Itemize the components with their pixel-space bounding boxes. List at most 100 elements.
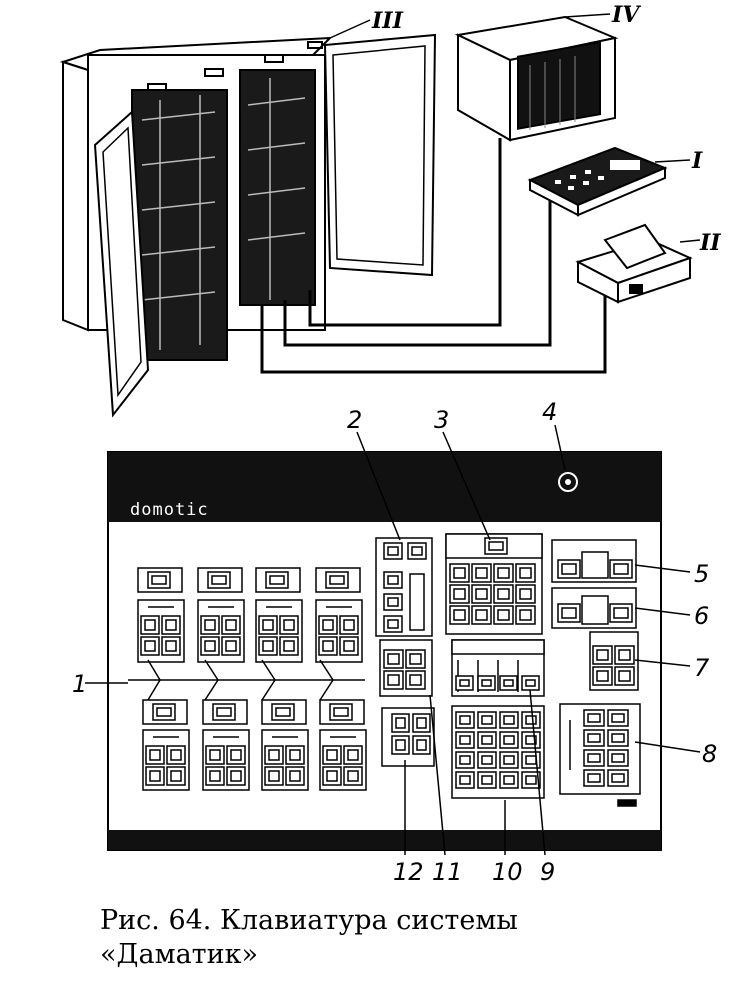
caption-line-2: «Даматик»: [100, 939, 258, 970]
figure-caption: Рис. 64. Клавиатура системы «Даматик»: [100, 904, 700, 972]
key-inner: [165, 619, 177, 631]
key-inner: [395, 739, 406, 751]
key-inner: [503, 735, 515, 745]
key-inner: [497, 609, 510, 621]
key-inner: [525, 679, 536, 687]
key-inner: [497, 567, 510, 579]
callout-8: 8: [702, 740, 717, 768]
key-inner: [459, 775, 471, 785]
keyboard-panel: domotic: [85, 451, 662, 851]
key-inner: [262, 619, 274, 631]
key-inner: [230, 749, 242, 761]
callout-leaders: [356, 424, 701, 856]
key-inner: [149, 749, 161, 761]
key-inner: [347, 770, 359, 782]
key-inner: [488, 541, 504, 551]
callout-1: 1: [72, 670, 87, 698]
label-cabinet: III: [371, 8, 404, 34]
indicator-lamp-center: [565, 479, 571, 485]
key-inner: [561, 563, 577, 575]
printer: [575, 223, 693, 304]
label-monitor: IV: [611, 2, 641, 28]
key-inner: [289, 749, 301, 761]
key-inner: [481, 679, 492, 687]
callout-10: 10: [492, 858, 523, 886]
key-inner: [165, 640, 177, 652]
key-inner: [170, 749, 182, 761]
key-inner: [387, 597, 399, 607]
key-inner: [453, 567, 466, 579]
key-inner: [322, 640, 334, 652]
key-inner: [587, 713, 601, 723]
key-inner: [322, 619, 334, 631]
key-inner: [387, 546, 399, 556]
key-inner: [269, 575, 285, 585]
key-inner: [459, 735, 471, 745]
key-inner: [459, 755, 471, 765]
callout-7: 7: [694, 654, 710, 682]
key-inner: [503, 679, 514, 687]
label-printer: II: [699, 230, 721, 256]
key-inner: [459, 715, 471, 725]
callout-5: 5: [694, 560, 709, 588]
group6-center: [581, 595, 609, 625]
key-inner: [519, 588, 532, 600]
key-inner: [395, 717, 406, 729]
key-inner: [329, 575, 345, 585]
panel-bottom-band: [108, 830, 661, 850]
equipment-cabinet: [59, 33, 437, 418]
key-inner: [611, 733, 625, 743]
key-inner: [611, 753, 625, 763]
key-inner: [347, 749, 359, 761]
key-inner: [209, 749, 221, 761]
key-inner: [326, 749, 338, 761]
callout-2: 2: [347, 406, 362, 434]
key-inner: [343, 619, 355, 631]
key-inner: [503, 775, 515, 785]
key-inner: [618, 649, 631, 661]
key-inner: [525, 755, 537, 765]
key-inner: [503, 715, 515, 725]
connection-cables: [260, 138, 607, 374]
group8-tab: [617, 799, 637, 807]
key-inner: [283, 640, 295, 652]
key-inner: [481, 735, 493, 745]
keyboard-unit: [527, 146, 668, 217]
callout-3: 3: [434, 406, 449, 434]
key-inner: [587, 773, 601, 783]
key-inner: [268, 770, 280, 782]
key-inner: [453, 609, 466, 621]
key-inner: [387, 575, 399, 585]
callout-6: 6: [694, 602, 709, 630]
key-inner: [230, 770, 242, 782]
key-inner: [416, 739, 427, 751]
key-inner: [156, 707, 172, 717]
key-inner: [149, 770, 161, 782]
key-inner: [144, 619, 156, 631]
group9-header: [451, 639, 545, 655]
key-inner: [209, 770, 221, 782]
key-inner: [611, 713, 625, 723]
key-inner: [225, 640, 237, 652]
monitor: [454, 15, 619, 142]
key-inner: [587, 733, 601, 743]
key-inner: [475, 567, 488, 579]
key-inner: [151, 575, 167, 585]
key-inner: [459, 679, 470, 687]
key-inner: [618, 670, 631, 682]
key-inner: [475, 588, 488, 600]
key-inner: [481, 775, 493, 785]
key-inner: [268, 749, 280, 761]
key-inner: [411, 546, 423, 556]
system-overview: [59, 13, 701, 418]
label-keyboard: I: [691, 148, 703, 174]
key-inner: [387, 674, 400, 686]
key-inner: [481, 755, 493, 765]
key-inner: [326, 770, 338, 782]
caption-line-1: Рис. 64. Клавиатура системы: [100, 905, 518, 936]
key-inner: [283, 619, 295, 631]
key-inner: [170, 770, 182, 782]
key-inner: [333, 707, 349, 717]
key-inner: [289, 770, 301, 782]
